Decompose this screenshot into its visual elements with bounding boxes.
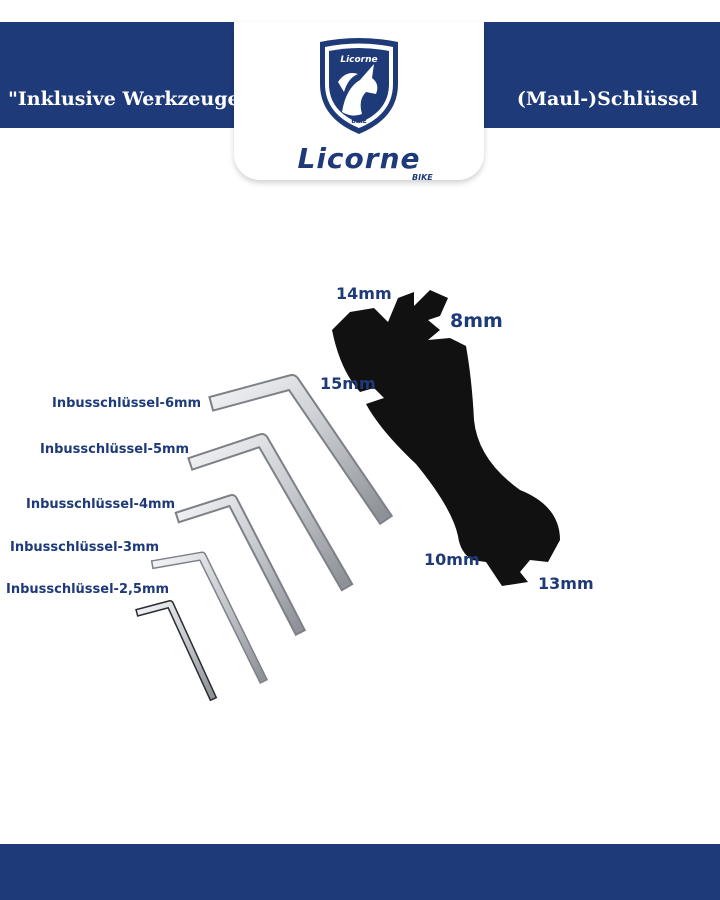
banner-right-text: (Maul-)Schlüssel [516,88,698,110]
hex-key-4mm [174,494,307,637]
label-hex-4mm: Inbusschlüssel-4mm [26,497,176,512]
brand-wordmark-sub: BIKE [412,173,433,182]
banner-left-text: "Inklusive Werkzeuge" [8,88,250,110]
logo-card: Licorne BIKE Licorne BIKE [234,22,484,182]
label-hex-6mm: Inbusschlüssel-6mm [52,396,202,411]
hex-key-5mm [187,433,354,592]
hex-key-6mm [208,374,394,526]
label-hex-3mm: Inbusschlüssel-3mm [10,540,160,555]
label-wrench-15mm: 15mm [320,374,376,393]
label-hex-5mm: Inbusschlüssel-5mm [40,442,190,457]
open-end-wrench [332,290,560,586]
label-wrench-14mm: 14mm [336,284,392,303]
shield-sub-text: BIKE [351,118,367,125]
shield-brand-text: Licorne [340,55,377,65]
bottom-banner [0,844,720,900]
hex-key-3mm [150,551,269,685]
label-wrench-13mm: 13mm [538,574,594,593]
label-wrench-8mm: 8mm [450,310,503,332]
label-hex-2-5mm: Inbusschlüssel-2,5mm [6,582,170,597]
shield-logo-icon: Licorne BIKE [320,38,398,134]
brand-wordmark: Licorne [297,142,421,175]
label-wrench-10mm: 10mm [424,550,480,569]
hex-key-2-5mm [135,600,218,702]
